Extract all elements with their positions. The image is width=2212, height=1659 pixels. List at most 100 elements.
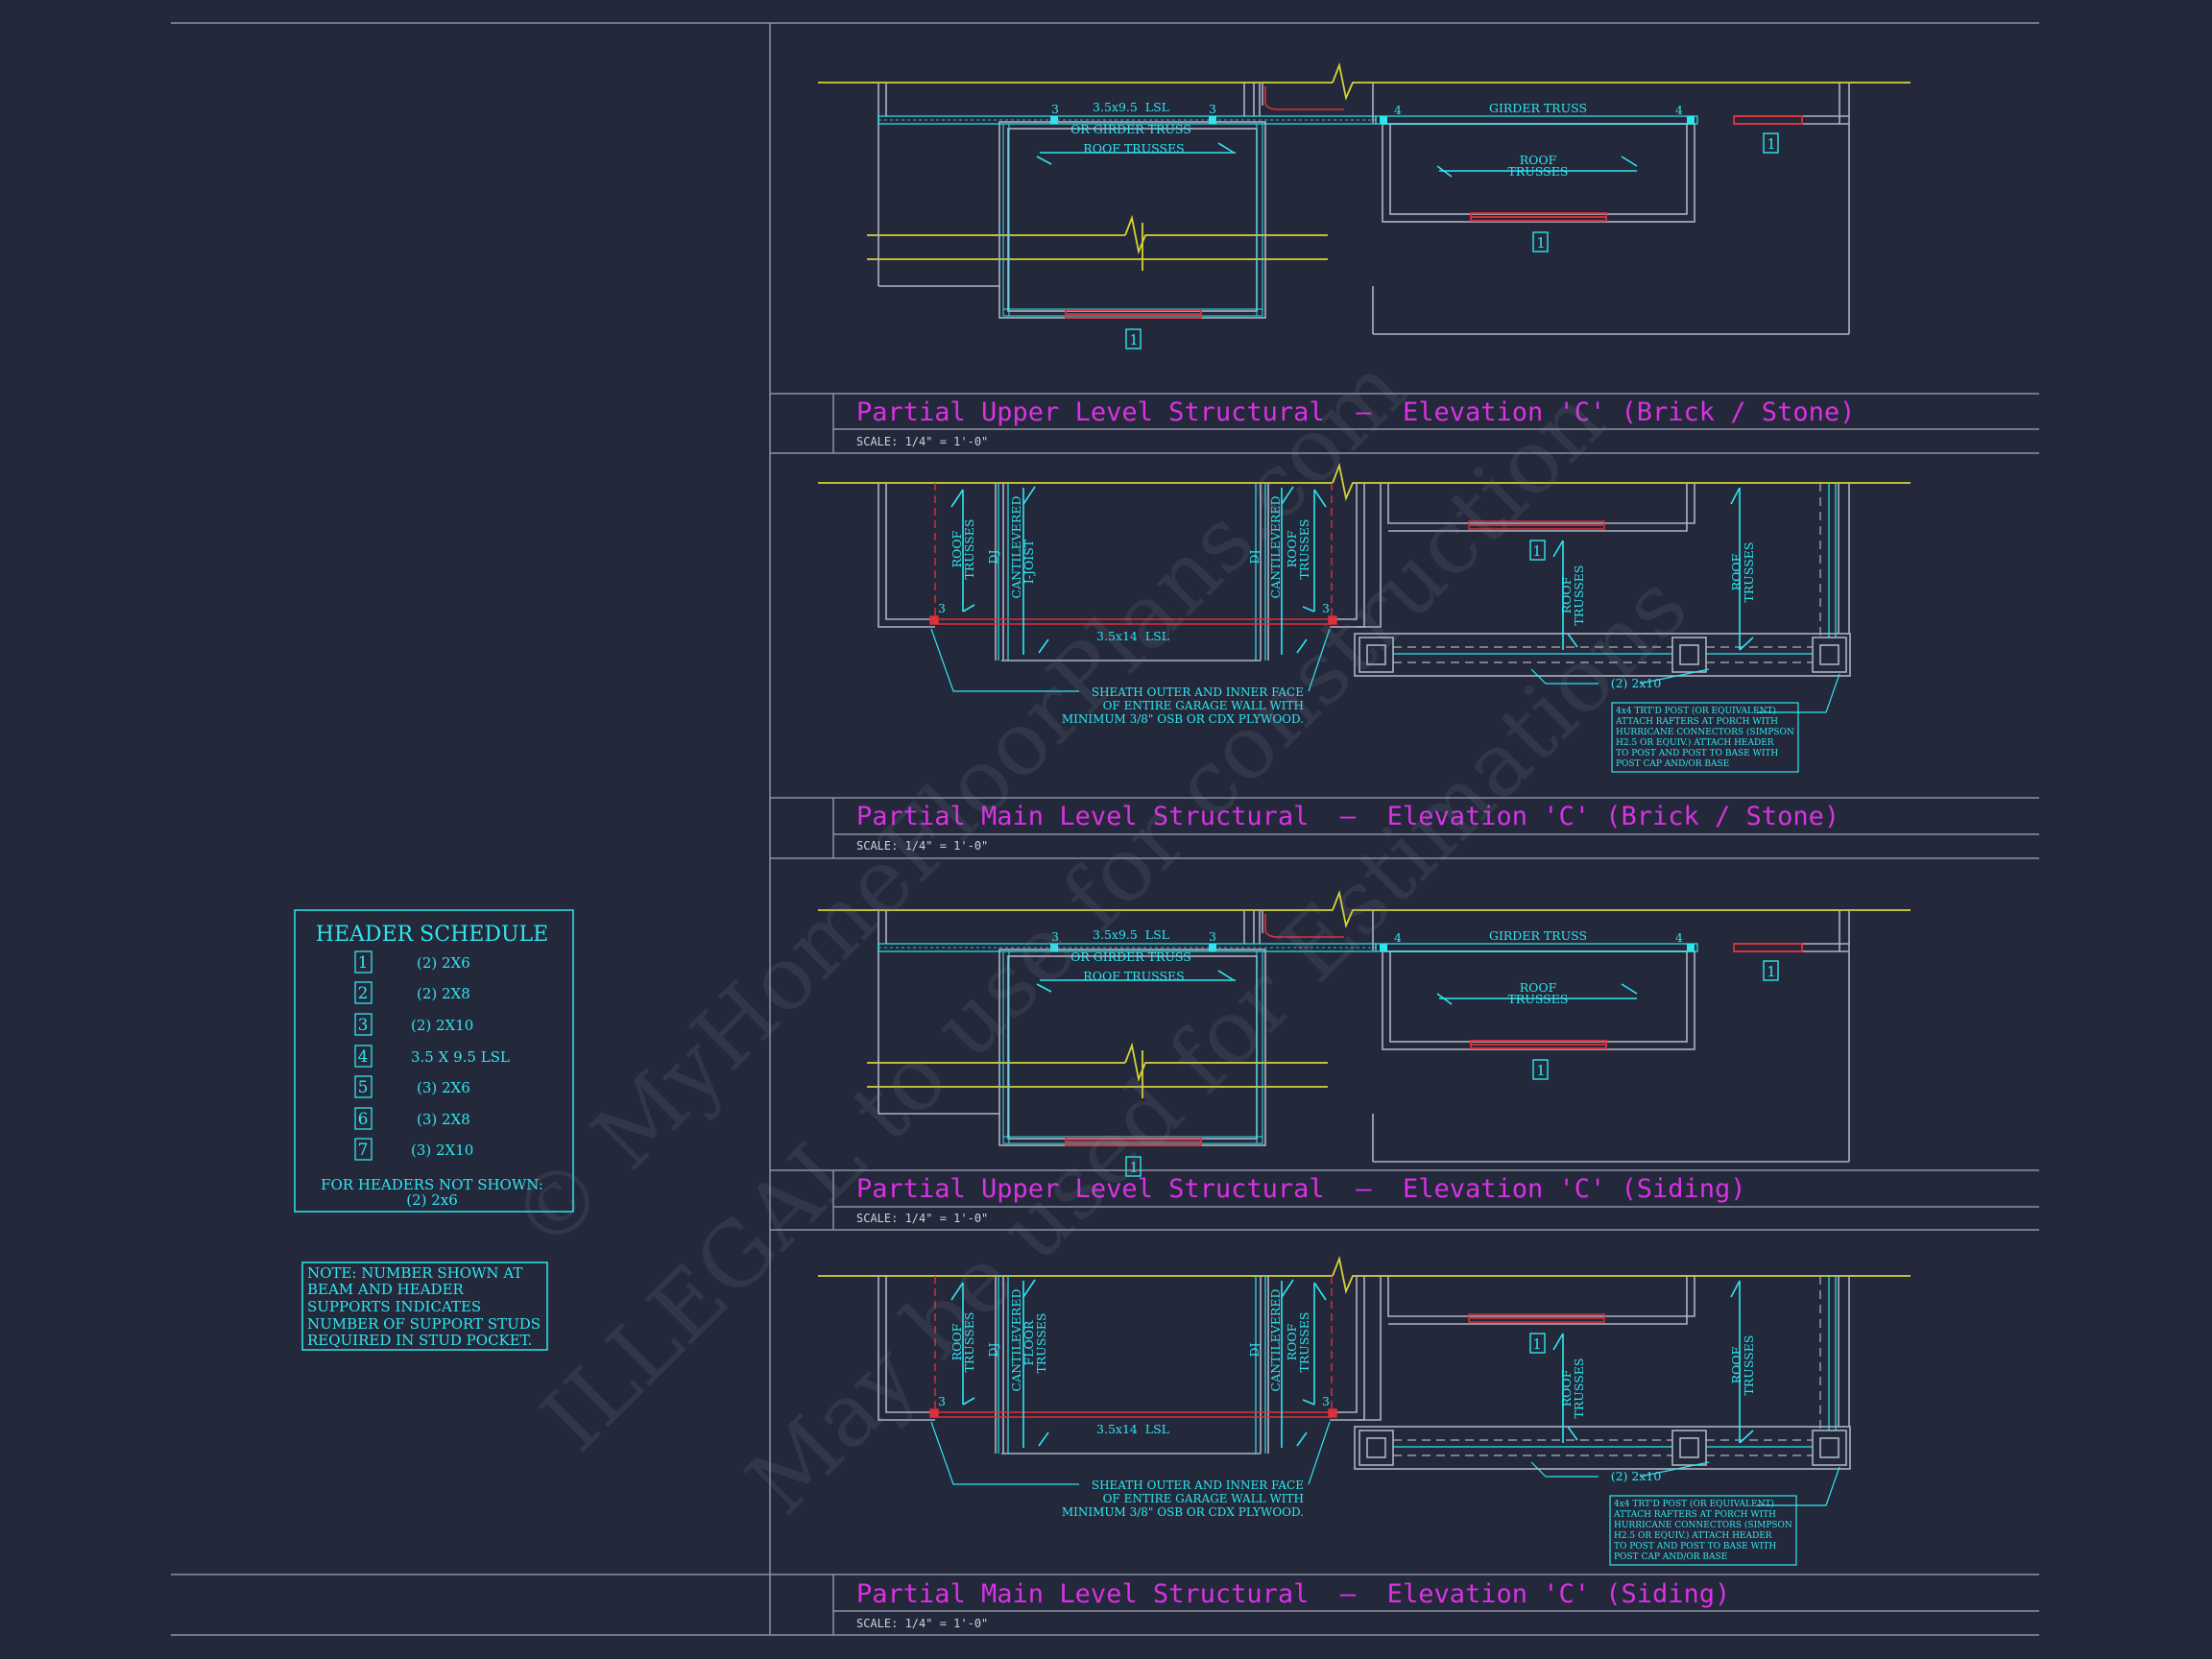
girder-truss-label: GIRDER TRUSS (1489, 928, 1587, 943)
view-title-3: Partial Upper Level Structural – Elevati… (856, 1174, 1746, 1204)
beam-label: (2) 2x10 (1611, 676, 1662, 690)
svg-text:(3) 2X6: (3) 2X6 (417, 1079, 470, 1096)
trusses-label: TRUSSES (1742, 1335, 1756, 1396)
header-schedule-title: HEADER SCHEDULE (316, 923, 548, 947)
sheath-note: SHEATH OUTER AND INNER FACE OF ENTIRE GA… (1062, 1479, 1304, 1519)
view-scale-2: SCALE: 1/4" = 1'-0" (856, 839, 988, 853)
or-girder-label: OR GIRDER TRUSS (1070, 122, 1191, 136)
roof-label: ROOF (1520, 153, 1557, 167)
title-block-3: Partial Upper Level Structural – Elevati… (770, 1169, 2039, 1231)
title-block-2: Partial Main Level Structural – Elevatio… (770, 797, 2039, 859)
header-tag: 1 (1532, 542, 1542, 560)
view-title-2: Partial Main Level Structural – Elevatio… (856, 802, 1839, 831)
stud-count-3: 3 (938, 1394, 946, 1408)
upper-labels-2: 3.5x9.5 LSL OR GIRDER TRUSS ROOF TRUSSES… (1051, 927, 1776, 1176)
roof-label: ROOF (1285, 1323, 1299, 1360)
schedule-row-6: 6 (3) 2X8 (354, 1107, 470, 1130)
header-tag: 1 (1767, 963, 1776, 980)
roof-label: ROOF (950, 1323, 964, 1360)
cantilevered-label: CANTILEVERED (1268, 496, 1283, 599)
svg-text:3: 3 (358, 1016, 369, 1035)
schedule-row-3: 3 (2) 2X10 (354, 1013, 473, 1036)
svg-text:(3) 2X8: (3) 2X8 (417, 1111, 470, 1128)
main-labels-1: ROOF TRUSSES DJ CANTILEVERED I-JOIST DJ … (938, 496, 1799, 773)
svg-text:2: 2 (358, 984, 369, 1003)
stud-count-3: 3 (1322, 1394, 1330, 1408)
schedule-row-1: 1 (2) 2X6 (354, 950, 470, 974)
trusses-label: TRUSSES (1297, 519, 1311, 580)
svg-text:NUMBER OF SUPPORT STUDS: NUMBER OF SUPPORT STUDS (307, 1315, 541, 1333)
lsl-label: 3.5x14 LSL (1096, 629, 1169, 643)
upper-labels-1: 3.5x9.5 LSL OR GIRDER TRUSS ROOF TRUSSES… (1051, 100, 1776, 349)
plan-upper-brick-stone (817, 64, 1911, 349)
header-tag: 1 (1129, 1159, 1139, 1176)
schedule-row-7: 7 (3) 2X10 (354, 1138, 473, 1161)
dj-label: DJ (1247, 549, 1262, 564)
svg-text:4x4 TRT'D POST (OR EQUIVALENT): 4x4 TRT'D POST (OR EQUIVALENT) (1616, 706, 1776, 716)
stud-count-3: 3 (1209, 929, 1216, 944)
roof-label: ROOF (1729, 1346, 1743, 1383)
trusses-label: TRUSSES (1572, 565, 1586, 626)
roof-label: ROOF (1520, 980, 1557, 995)
trusses-label: TRUSSES (1508, 992, 1569, 1006)
stud-count-4: 4 (1394, 103, 1402, 117)
svg-text:TO POST AND POST TO BASE WITH: TO POST AND POST TO BASE WITH (1616, 749, 1778, 758)
svg-text:POST CAP AND/OR BASE: POST CAP AND/OR BASE (1616, 759, 1729, 769)
dj-label: DJ (986, 1342, 1000, 1357)
svg-text:TO POST AND POST TO BASE WITH: TO POST AND POST TO BASE WITH (1614, 1542, 1776, 1551)
stud-count-4: 4 (1675, 930, 1683, 945)
svg-text:H2.5 OR EQUIV.) ATTACH HEADER: H2.5 OR EQUIV.) ATTACH HEADER (1614, 1530, 1772, 1541)
girder-truss-label: GIRDER TRUSS (1489, 101, 1587, 115)
stud-count-4: 4 (1675, 103, 1683, 117)
view-title-4: Partial Main Level Structural – Elevatio… (856, 1579, 1730, 1609)
stud-count-3: 3 (1051, 102, 1059, 116)
svg-text:OF ENTIRE GARAGE WALL WITH: OF ENTIRE GARAGE WALL WITH (1103, 699, 1304, 712)
trusses-label: TRUSSES (1508, 164, 1569, 179)
svg-text:MINIMUM 3/8" OSB OR CDX PLYWOO: MINIMUM 3/8" OSB OR CDX PLYWOOD. (1062, 1505, 1304, 1519)
svg-text:SUPPORTS INDICATES: SUPPORTS INDICATES (307, 1298, 481, 1315)
view-scale-4: SCALE: 1/4" = 1'-0" (856, 1617, 988, 1630)
svg-text:5: 5 (358, 1078, 369, 1097)
svg-text:4x4 TRT'D POST (OR EQUIVALENT): 4x4 TRT'D POST (OR EQUIVALENT) (1614, 1499, 1774, 1509)
roof-label: ROOF (1729, 553, 1743, 590)
roof-label: ROOF (1559, 576, 1574, 613)
svg-text:MINIMUM 3/8" OSB OR CDX PLYWOO: MINIMUM 3/8" OSB OR CDX PLYWOOD. (1062, 712, 1304, 726)
beam-label: (2) 2x10 (1611, 1469, 1662, 1483)
svg-text:(2) 2X10: (2) 2X10 (411, 1017, 473, 1034)
cantilevered-label: CANTILEVERED (1009, 496, 1023, 599)
svg-text:ATTACH RAFTERS AT PORCH WITH: ATTACH RAFTERS AT PORCH WITH (1615, 717, 1778, 727)
cantilevered-label: CANTILEVERED (1009, 1289, 1023, 1392)
dj-label: DJ (986, 549, 1000, 564)
schedule-footer-line1: FOR HEADERS NOT SHOWN: (321, 1176, 543, 1193)
svg-text:SHEATH OUTER AND INNER FACE: SHEATH OUTER AND INNER FACE (1092, 1479, 1304, 1492)
i-joist-label: I-JOIST (1022, 539, 1036, 584)
header-tag: 1 (1129, 331, 1139, 349)
stud-count-3: 3 (1322, 601, 1330, 615)
svg-text:HURRICANE CONNECTORS (SIMPSON: HURRICANE CONNECTORS (SIMPSON (1616, 727, 1794, 737)
stud-count-3: 3 (938, 601, 946, 615)
header-tag: 1 (1536, 234, 1546, 252)
view-title-1: Partial Upper Level Structural – Elevati… (856, 397, 1855, 427)
lsl-label: 3.5x14 LSL (1096, 1422, 1169, 1436)
view-scale-1: SCALE: 1/4" = 1'-0" (856, 435, 988, 448)
svg-text:OF ENTIRE GARAGE WALL WITH: OF ENTIRE GARAGE WALL WITH (1103, 1492, 1304, 1505)
lsl-label: 3.5x9.5 LSL (1093, 100, 1169, 114)
roof-trusses-label: ROOF TRUSSES (1083, 141, 1184, 156)
svg-text:(3) 2X10: (3) 2X10 (411, 1142, 473, 1159)
svg-text:4: 4 (358, 1047, 369, 1067)
view-scale-3: SCALE: 1/4" = 1'-0" (856, 1212, 988, 1225)
trusses-label: TRUSSES (1572, 1358, 1586, 1419)
roof-label: ROOF (950, 530, 964, 567)
roof-label: ROOF (1559, 1369, 1574, 1407)
trusses-label: TRUSSES (1034, 1313, 1048, 1374)
trusses-label: TRUSSES (1742, 542, 1756, 603)
svg-text:6: 6 (358, 1110, 369, 1129)
svg-text:SHEATH OUTER AND INNER FACE: SHEATH OUTER AND INNER FACE (1092, 685, 1304, 699)
header-tag: 1 (1536, 1062, 1546, 1079)
svg-text:POST CAP AND/OR BASE: POST CAP AND/OR BASE (1614, 1552, 1727, 1562)
trusses-label: TRUSSES (962, 519, 976, 580)
cantilevered-label: CANTILEVERED (1268, 1289, 1283, 1392)
svg-text:NOTE: NUMBER SHOWN AT: NOTE: NUMBER SHOWN AT (307, 1264, 522, 1282)
dj-label: DJ (1247, 1342, 1262, 1357)
